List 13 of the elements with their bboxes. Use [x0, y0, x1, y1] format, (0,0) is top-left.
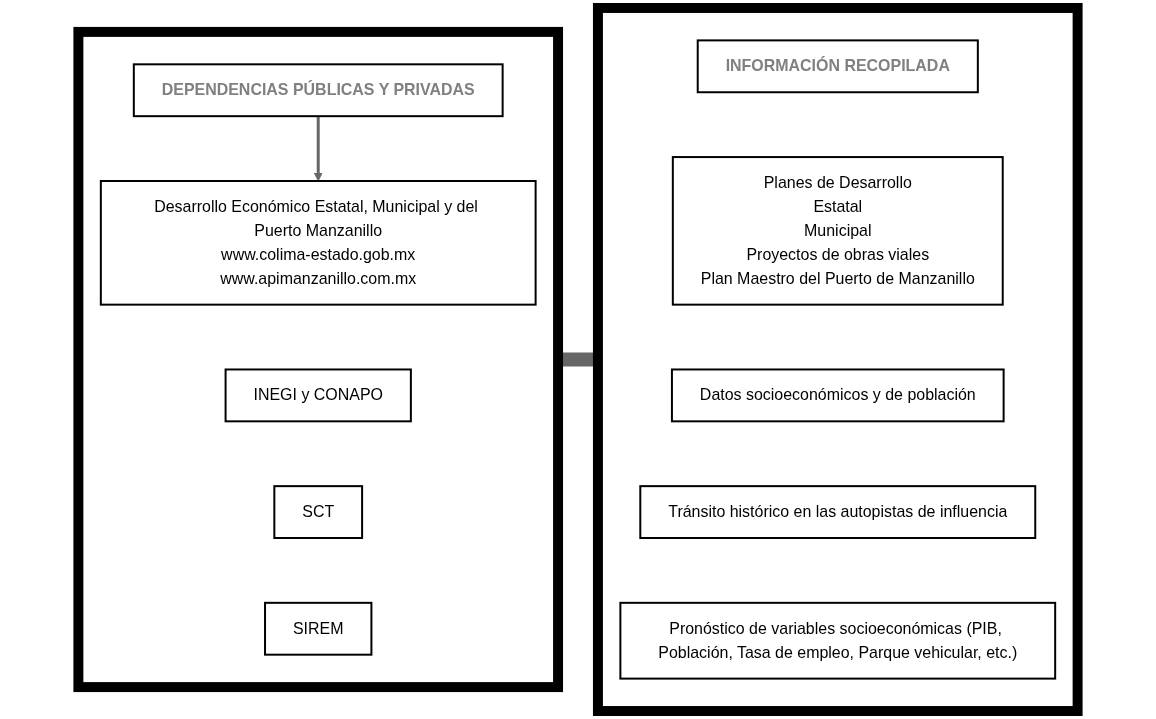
- arrow: [313, 116, 323, 182]
- node-box: [671, 156, 1004, 306]
- node-box: [670, 368, 1005, 423]
- node-box: [273, 485, 364, 539]
- node-box: [132, 63, 504, 118]
- cluster: [592, 3, 1083, 716]
- node-box: [264, 601, 373, 656]
- node-box: [639, 485, 1037, 539]
- cluster: [73, 26, 564, 693]
- node-box: [99, 180, 537, 306]
- node-box: [224, 368, 412, 423]
- node-box: [619, 601, 1057, 680]
- node-box: [696, 39, 979, 94]
